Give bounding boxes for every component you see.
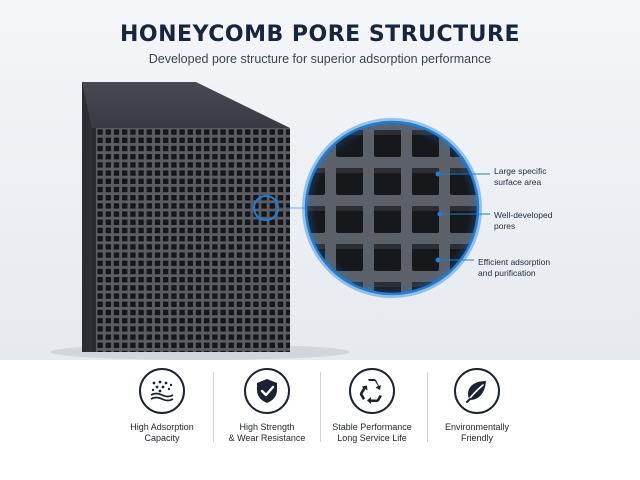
divider bbox=[213, 372, 214, 442]
divider bbox=[427, 372, 428, 442]
callout-adsorption: Efficient adsorption and purification bbox=[478, 257, 551, 278]
feature-row: High Adsorption Capacity High Strength &… bbox=[0, 360, 640, 480]
divider bbox=[320, 372, 321, 442]
page-title: HONEYCOMB PORE STRUCTURE bbox=[120, 22, 520, 47]
leaf-icon bbox=[454, 368, 500, 414]
shield-check-icon bbox=[244, 368, 290, 414]
feature-strength: High Strength & Wear Resistance bbox=[197, 368, 337, 444]
recycle-icon bbox=[349, 368, 395, 414]
page-subtitle: Developed pore structure for superior ad… bbox=[148, 52, 492, 66]
callout-pores: Well-developed pores bbox=[494, 210, 553, 231]
feature-stable: Stable Performance Long Service Life bbox=[302, 368, 442, 444]
adsorption-dots-icon bbox=[139, 368, 185, 414]
feature-adsorption: High Adsorption Capacity bbox=[92, 368, 232, 444]
honeycomb-block-illustration bbox=[50, 82, 490, 360]
callout-surface-area: Large specific surface area bbox=[494, 166, 547, 187]
feature-eco: Environmentally Friendly bbox=[407, 368, 547, 444]
